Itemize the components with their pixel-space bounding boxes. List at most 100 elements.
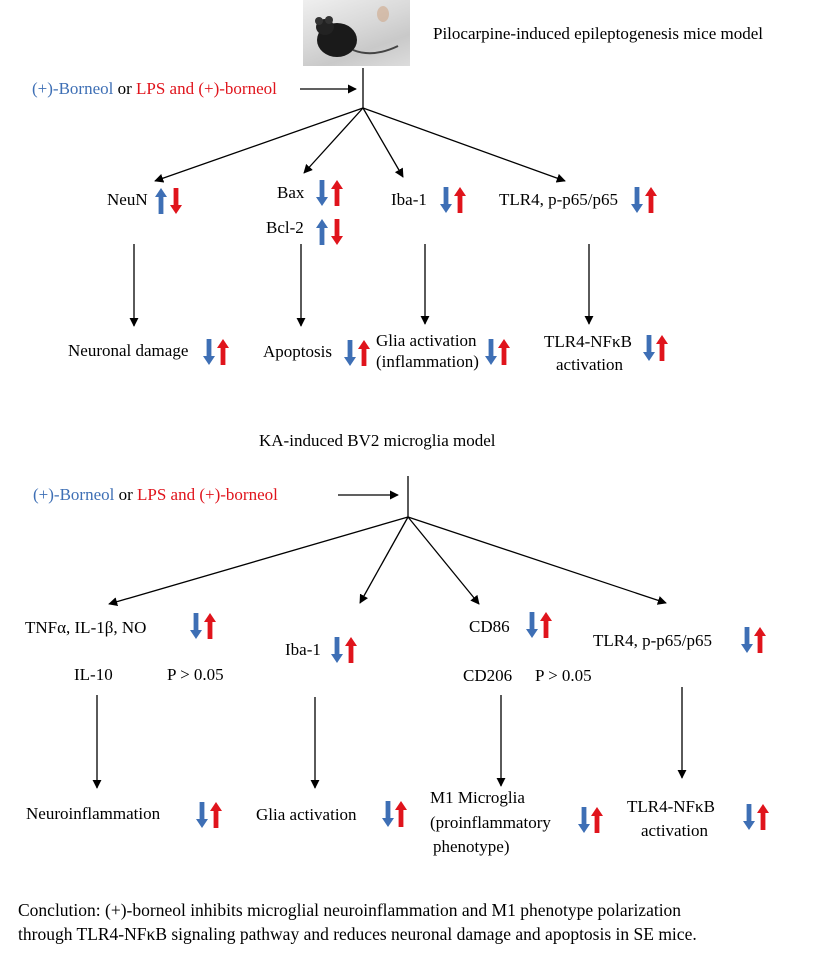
outcome-tlr4-nfkb-l1: TLR4-NFκB	[544, 332, 632, 351]
blue-down-arrow-icon	[344, 340, 356, 366]
bottom-branch-cd86	[407, 516, 480, 605]
outcome-glia-activation: Glia activation	[256, 805, 357, 824]
bcl2-indicator	[316, 219, 343, 245]
bottom-treatment: (+)-Borneol or LPS and (+)-borneol	[33, 485, 278, 505]
top-branch-tlr4	[362, 107, 566, 183]
blue-up-arrow-icon	[316, 219, 328, 245]
blue-down-arrow-icon	[316, 180, 328, 206]
red-up-arrow-icon	[331, 180, 343, 206]
blue-down-arrow-icon	[440, 187, 452, 213]
conclusion-line-2: through TLR4-NFκB signaling pathway and …	[18, 924, 697, 944]
tlr4-nfkb-bottom-indicator	[743, 804, 769, 830]
blue-down-arrow-icon	[196, 802, 208, 828]
marker-cytokines: TNFα, IL-1β, NO	[25, 618, 147, 637]
marker-cd206: CD206	[463, 666, 513, 685]
conclusion: Conclution: (+)-borneol inhibits microgl…	[18, 898, 697, 946]
iba1-top-indicator	[440, 187, 466, 213]
m1-microglia-indicator	[578, 807, 603, 833]
tlr4-nfkb-top-indicator	[643, 335, 668, 361]
outcome-tlr4-nfkb-bottom-l2: activation	[641, 821, 709, 840]
tlr4-top-indicator	[631, 187, 657, 213]
bottom-branch-tlr4	[407, 516, 667, 605]
marker-bax: Bax	[277, 183, 305, 202]
top-model-title-text: Pilocarpine-induced epileptogenesis mice…	[433, 24, 763, 43]
marker-iba1-top: Iba-1	[391, 190, 427, 209]
red-up-arrow-icon	[217, 339, 229, 365]
blue-down-arrow-icon	[485, 339, 497, 365]
red-up-arrow-icon	[656, 335, 668, 361]
red-up-arrow-icon	[540, 612, 552, 638]
top-branch-neun	[154, 107, 364, 183]
outcome-apoptosis: Apoptosis	[263, 342, 332, 361]
blue-down-arrow-icon	[190, 613, 202, 639]
mouse-icon	[315, 6, 399, 57]
red-up-arrow-icon	[498, 339, 510, 365]
outcome-glia-activation-l2: (inflammation)	[376, 352, 479, 371]
neuronal-damage-indicator	[203, 339, 229, 365]
blue-down-arrow-icon	[331, 637, 343, 663]
top-treatment-borneol: (+)-Borneol	[32, 79, 114, 98]
red-up-arrow-icon	[645, 187, 657, 213]
top-treatment-lps: LPS and (+)-borneol	[136, 79, 277, 98]
outcome-neuroinflammation: Neuroinflammation	[26, 804, 161, 823]
blue-down-arrow-icon	[643, 335, 655, 361]
iba1-bottom-indicator	[331, 637, 357, 663]
blue-down-arrow-icon	[741, 627, 753, 653]
glia-activation-bottom-indicator	[382, 801, 407, 827]
top-branch-bax	[303, 107, 364, 174]
marker-bcl2: Bcl-2	[266, 218, 304, 237]
bottom-treatment-or: or	[114, 485, 138, 504]
blue-down-arrow-icon	[631, 187, 643, 213]
top-treatment: (+)-Borneol or LPS and (+)-borneol	[32, 79, 277, 99]
marker-iba1-bottom: Iba-1	[285, 640, 321, 659]
blue-down-arrow-icon	[382, 801, 394, 827]
blue-down-arrow-icon	[578, 807, 590, 833]
neun-indicator	[155, 188, 182, 214]
bottom-treatment-borneol: (+)-Borneol	[33, 485, 115, 504]
bottom-model-title: KA-induced BV2 microglia model	[259, 431, 496, 450]
tlr4-bottom-indicator	[741, 627, 766, 653]
marker-tlr4-bottom: TLR4, p-p65/p65	[593, 631, 712, 650]
neuroinflammation-indicator	[196, 802, 222, 828]
blue-down-arrow-icon	[526, 612, 538, 638]
red-up-arrow-icon	[754, 627, 766, 653]
red-up-arrow-icon	[757, 804, 769, 830]
conclusion-line-1: Conclution: (+)-borneol inhibits microgl…	[18, 900, 682, 920]
bottom-treatment-lps: LPS and (+)-borneol	[137, 485, 278, 504]
outcome-m1-l3: phenotype)	[433, 837, 510, 856]
outcome-neuronal-damage: Neuronal damage	[68, 341, 189, 360]
cytokines-indicator	[190, 613, 216, 639]
cd86-indicator	[526, 612, 552, 638]
outcome-glia-activation-l1: Glia activation	[376, 331, 477, 350]
mouse-photo	[303, 0, 410, 66]
blue-up-arrow-icon	[155, 188, 167, 214]
bax-indicator	[316, 180, 343, 206]
outcome-m1-l2: (proinflammatory	[430, 813, 551, 832]
red-up-arrow-icon	[204, 613, 216, 639]
outcome-tlr4-nfkb-l2: activation	[556, 355, 624, 374]
top-treatment-or: or	[113, 79, 137, 98]
marker-tlr4-top: TLR4, p-p65/p65	[499, 190, 618, 209]
apoptosis-indicator	[344, 340, 370, 366]
red-down-arrow-icon	[170, 188, 182, 214]
marker-cd86: CD86	[469, 617, 510, 636]
red-up-arrow-icon	[345, 637, 357, 663]
red-up-arrow-icon	[591, 807, 603, 833]
red-up-arrow-icon	[358, 340, 370, 366]
marker-il10: IL-10	[74, 665, 113, 684]
red-down-arrow-icon	[331, 219, 343, 245]
bottom-branch-cytokines	[108, 516, 409, 607]
red-up-arrow-icon	[210, 802, 222, 828]
marker-cd206-p: P > 0.05	[535, 666, 592, 685]
top-branch-iba1	[362, 107, 404, 178]
outcome-tlr4-nfkb-bottom-l1: TLR4-NFκB	[627, 797, 715, 816]
outcome-m1-l1: M1 Microglia	[430, 788, 525, 807]
glia-activation-top-indicator	[485, 339, 510, 365]
marker-neun: NeuN	[107, 190, 148, 209]
red-up-arrow-icon	[395, 801, 407, 827]
red-up-arrow-icon	[454, 187, 466, 213]
bottom-branch-iba1	[359, 516, 409, 604]
marker-il10-p: P > 0.05	[167, 665, 224, 684]
blue-down-arrow-icon	[203, 339, 215, 365]
